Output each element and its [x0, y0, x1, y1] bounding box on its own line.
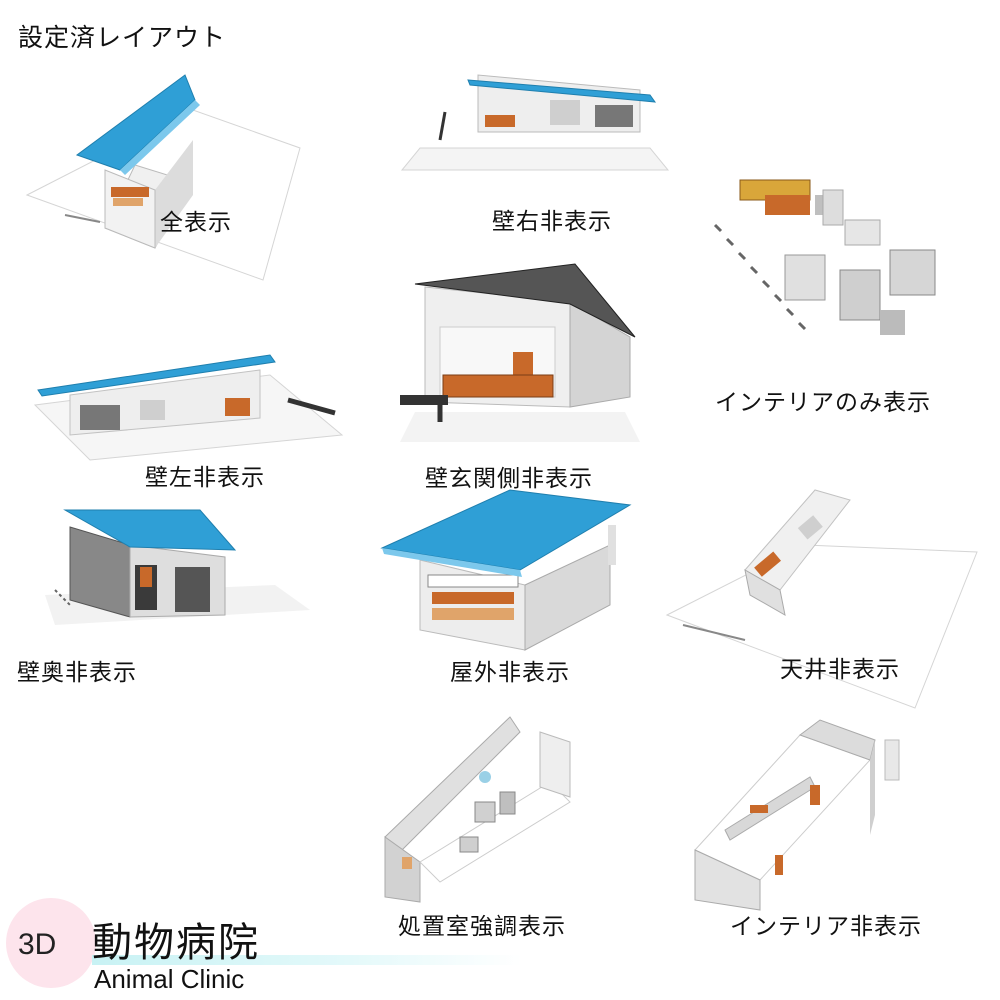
brand-subtitle: Animal Clinic [94, 964, 245, 994]
view-back-wall-hidden[interactable]: 壁奥非表示 [15, 505, 315, 686]
caption-ceiling-hidden: 天井非表示 [780, 657, 900, 683]
caption-interior-only: インテリアのみ表示 [715, 390, 931, 416]
view-all[interactable]: 全表示 [25, 70, 305, 285]
view-back-wall-hidden-illustration [45, 509, 310, 625]
view-interior-only[interactable]: インテリアのみ表示 [705, 165, 995, 420]
view-ceiling-hidden[interactable]: 天井非表示 [665, 489, 980, 710]
brand-badge-text: 3D [18, 928, 57, 961]
view-right-wall-hidden-illustration [400, 74, 670, 171]
view-outdoor-hidden[interactable]: 屋外非表示 [380, 489, 635, 686]
page-heading: 設定済レイアウト [18, 23, 227, 52]
caption-back-wall-hidden: 壁奥非表示 [17, 660, 137, 686]
view-left-wall-hidden[interactable]: 壁左非表示 [30, 350, 350, 491]
caption-treatment-room-highlight: 処置室強調表示 [398, 914, 566, 940]
caption-interior-hidden: インテリア非表示 [730, 914, 922, 940]
brand-underline-bar [92, 955, 522, 965]
view-all-illustration [25, 74, 301, 281]
caption-right-wall-hidden: 壁右非表示 [492, 209, 612, 235]
view-entrance-wall-hidden-illustration [400, 263, 640, 442]
view-interior-only-illustration [713, 179, 936, 335]
caption-entrance-wall-hidden: 壁玄関側非表示 [425, 466, 593, 492]
view-treatment-room-highlight-illustration [384, 716, 571, 903]
brand-title: 動物病院 [92, 920, 260, 966]
view-treatment-room-highlight[interactable]: 処置室強調表示 [380, 712, 600, 942]
view-entrance-wall-hidden[interactable]: 壁玄関側非表示 [395, 262, 645, 492]
view-ceiling-hidden-illustration [665, 489, 978, 709]
view-outdoor-hidden-illustration [380, 489, 632, 651]
caption-outdoor-hidden: 屋外非表示 [450, 660, 570, 686]
view-right-wall-hidden[interactable]: 壁右非表示 [400, 70, 670, 235]
caption-left-wall-hidden: 壁左非表示 [145, 465, 265, 491]
caption-all: 全表示 [160, 210, 232, 236]
brand-badge-circle [6, 898, 96, 988]
view-interior-hidden-illustration [694, 719, 900, 911]
view-interior-hidden[interactable]: インテリア非表示 [690, 715, 930, 940]
view-left-wall-hidden-illustration [33, 354, 344, 461]
